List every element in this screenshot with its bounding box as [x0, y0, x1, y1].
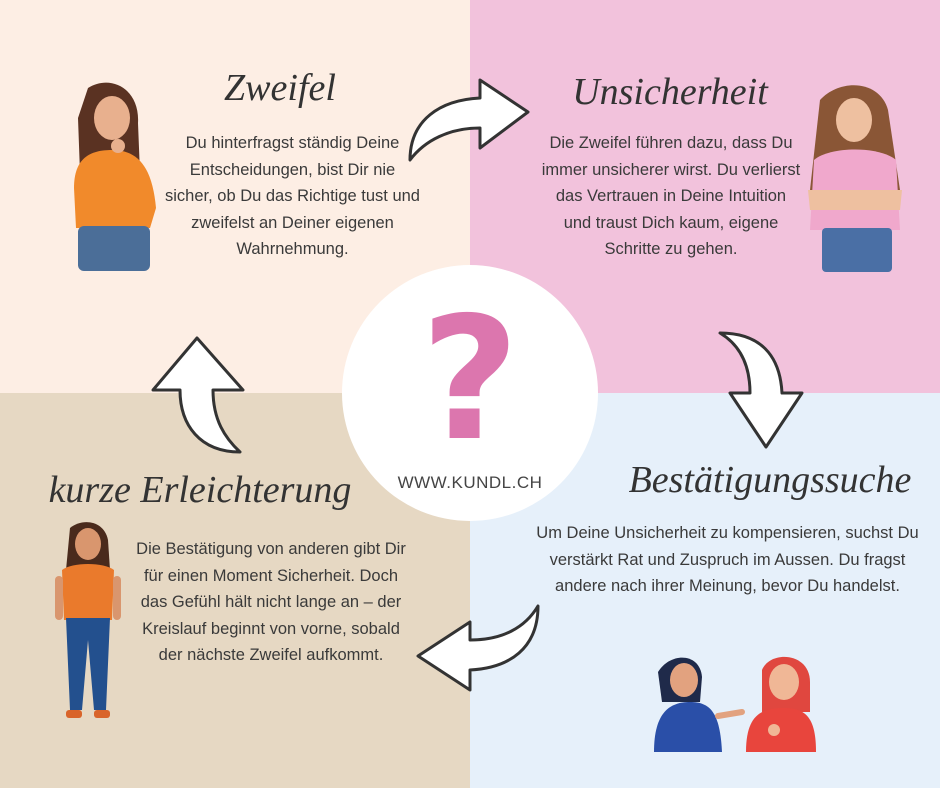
arrow-down-icon — [718, 331, 804, 449]
text-bestaetigungssuche: Um Deine Unsicherheit zu kompensieren, s… — [536, 524, 919, 595]
text-zweifel: Du hinterfragst ständig Deine Entscheidu… — [165, 134, 420, 258]
question-mark-icon: ? — [420, 281, 520, 479]
title-bestaetigungssuche: Bestätigungssuche — [628, 459, 912, 501]
center-circle: ? WWW.KUNDL.CH — [342, 265, 598, 521]
text-kurze-erleichterung: Die Bestätigung von anderen gibt Dir für… — [136, 540, 406, 664]
thinking-woman-illustration — [74, 82, 156, 271]
arrow-left-icon — [416, 604, 540, 692]
text-unsicherheit: Die Zweifel führen dazu, dass Du immer u… — [541, 134, 801, 258]
website-url: WWW.KUNDL.CH — [397, 473, 543, 492]
arrow-right-icon — [408, 78, 530, 162]
anxious-woman-illustration — [808, 85, 902, 272]
arrow-up-icon — [151, 336, 245, 454]
title-zweifel: Zweifel — [224, 67, 336, 109]
title-unsicherheit: Unsicherheit — [572, 71, 768, 113]
title-kurze-erleichterung: kurze Erleichterung — [48, 469, 352, 511]
relieved-woman-illustration — [55, 522, 121, 718]
talking-women-illustration — [654, 656, 816, 752]
